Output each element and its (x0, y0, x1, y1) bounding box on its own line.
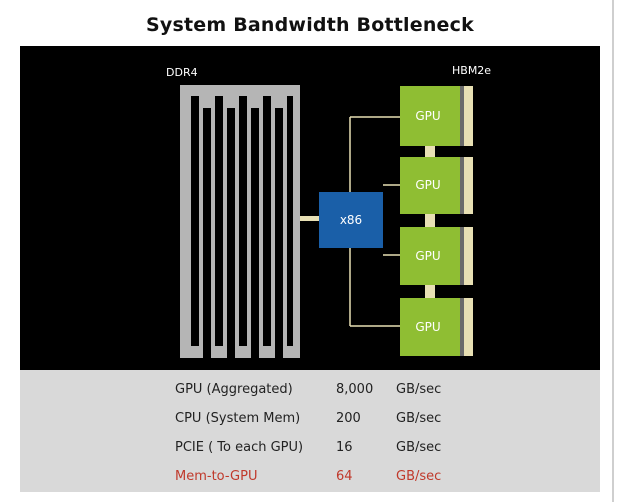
gpu-3-label: GPU (415, 249, 440, 263)
gpu-1-label: GPU (415, 109, 440, 123)
row-unit: GB/sec (396, 440, 442, 455)
row-value: 8,000 (336, 382, 374, 397)
row-unit: GB/sec (396, 469, 442, 484)
row-value: 200 (336, 411, 361, 426)
bandwidth-table-panel (20, 370, 600, 492)
cpu-chip: x86 (319, 192, 383, 248)
ddr4-memory (180, 85, 300, 358)
gpu-1: GPU (400, 86, 473, 146)
table-row: GPU (Aggregated) 8,000 GB/sec (0, 382, 620, 406)
diagram-panel (20, 46, 600, 370)
cpu-label: x86 (340, 213, 362, 227)
row-unit: GB/sec (396, 411, 442, 426)
gpu-2: GPU (400, 157, 473, 214)
row-label: CPU (System Mem) (175, 411, 301, 426)
row-value: 16 (336, 440, 353, 455)
ddr4-label: DDR4 (166, 66, 198, 79)
connectors (300, 116, 435, 327)
slide-title: System Bandwidth Bottleneck (146, 14, 474, 36)
row-unit: GB/sec (396, 382, 442, 397)
gpu-4-label: GPU (415, 320, 440, 334)
table-row: CPU (System Mem) 200 GB/sec (0, 411, 620, 435)
row-value: 64 (336, 469, 353, 484)
row-label: GPU (Aggregated) (175, 382, 293, 397)
table-row-highlight: Mem-to-GPU 64 GB/sec (0, 469, 620, 493)
hbm2e-label: HBM2e (452, 64, 492, 77)
row-label: PCIE ( To each GPU) (175, 440, 304, 455)
gpu-2-label: GPU (415, 178, 440, 192)
gpu-4: GPU (400, 298, 473, 356)
row-label: Mem-to-GPU (175, 469, 258, 484)
table-row: PCIE ( To each GPU) 16 GB/sec (0, 440, 620, 464)
ddr-cpu-link (300, 216, 320, 221)
gpu-3: GPU (400, 227, 473, 285)
page-edge (612, 0, 614, 502)
